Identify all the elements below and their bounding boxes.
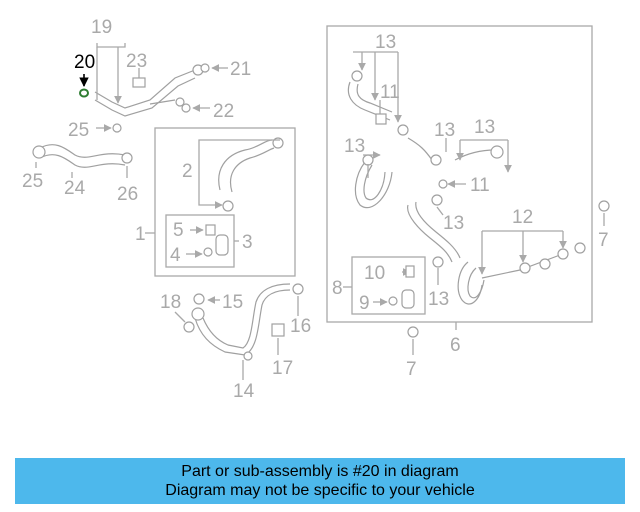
o-ring-20	[79, 88, 89, 98]
leader-18	[174, 311, 186, 323]
label-13-center: 13	[443, 213, 464, 234]
clamp-7-lower	[407, 326, 419, 338]
group-box-6	[326, 25, 593, 323]
leader-19	[96, 43, 126, 104]
clip-10	[405, 265, 415, 278]
bolt-23	[132, 77, 146, 88]
leader-13-top	[353, 51, 402, 123]
label-4: 4	[170, 245, 181, 266]
clamp-2	[222, 200, 234, 212]
hose-assembly-24	[32, 144, 133, 168]
fitting-3	[215, 234, 229, 256]
clamp-7-right	[598, 200, 610, 212]
label-26: 26	[117, 184, 138, 205]
bolt-17	[271, 323, 285, 337]
seal-4	[203, 247, 213, 257]
label-17: 17	[272, 358, 293, 379]
label-1: 1	[135, 224, 146, 245]
label-8: 8	[332, 278, 343, 299]
leader-13-right	[456, 139, 512, 173]
banner-line-2: Diagram may not be specific to your vehi…	[165, 482, 475, 499]
banner-line-1: Part or sub-assembly is #20 in diagram	[181, 463, 459, 480]
label-13-left: 13	[344, 136, 365, 157]
fitting-8	[401, 289, 415, 309]
clamp-13-lower	[432, 256, 444, 268]
label-7-lower: 7	[406, 359, 417, 380]
label-11-right: 11	[470, 175, 490, 196]
label-12: 12	[512, 207, 533, 228]
label-13-lower: 13	[428, 289, 449, 310]
label-24: 24	[64, 178, 86, 199]
parts-diagram: 19 20 23 21 22 25 25 24 26 2 1 5 4 3 18 …	[22, 17, 610, 402]
fitting-11	[438, 179, 448, 189]
label-11-top: 11	[380, 82, 400, 103]
label-2: 2	[182, 161, 193, 182]
info-banner: Part or sub-assembly is #20 in diagram D…	[15, 458, 625, 504]
seal-9	[388, 296, 398, 306]
hose-center-box6	[407, 194, 461, 263]
label-14: 14	[233, 381, 255, 402]
hose-left-box6	[354, 154, 393, 209]
hose-13-mid	[407, 137, 504, 166]
label-9: 9	[359, 293, 370, 314]
leader-13-center	[436, 206, 444, 216]
group-box-1	[154, 127, 296, 277]
label-6: 6	[450, 335, 461, 356]
label-19: 19	[91, 17, 112, 38]
label-22: 22	[213, 101, 234, 122]
clamp-15	[193, 293, 205, 305]
pipe-assembly-19	[94, 64, 204, 117]
pipe-assembly-14	[191, 283, 291, 361]
label-15: 15	[222, 292, 243, 313]
clamp-21	[200, 63, 210, 73]
label-25-lower: 25	[22, 171, 43, 192]
label-23: 23	[126, 51, 147, 72]
label-16: 16	[290, 316, 311, 337]
label-25-upper: 25	[68, 120, 89, 141]
label-7-right: 7	[598, 230, 609, 251]
group-box-8	[351, 256, 426, 315]
bolt-22	[181, 103, 191, 113]
leader-2a	[198, 139, 280, 174]
leader-12	[478, 230, 567, 275]
label-20: 20	[74, 52, 95, 73]
connector-11	[375, 113, 387, 125]
label-13-right: 13	[474, 117, 495, 138]
label-18: 18	[160, 292, 181, 313]
clamp-16	[292, 283, 304, 295]
label-21: 21	[230, 59, 251, 80]
clamp-18	[183, 321, 195, 333]
label-13-top: 13	[375, 32, 396, 53]
hose-lower-right-box6	[457, 242, 586, 305]
hose-2	[218, 137, 284, 193]
hose-upper-box6	[347, 70, 409, 136]
label-5: 5	[173, 220, 184, 241]
label-13-mid: 13	[434, 120, 455, 141]
leader-2b	[198, 174, 223, 209]
clip-5	[205, 224, 216, 236]
label-10: 10	[364, 263, 385, 284]
label-3: 3	[242, 232, 253, 253]
clamp-25	[112, 123, 122, 133]
